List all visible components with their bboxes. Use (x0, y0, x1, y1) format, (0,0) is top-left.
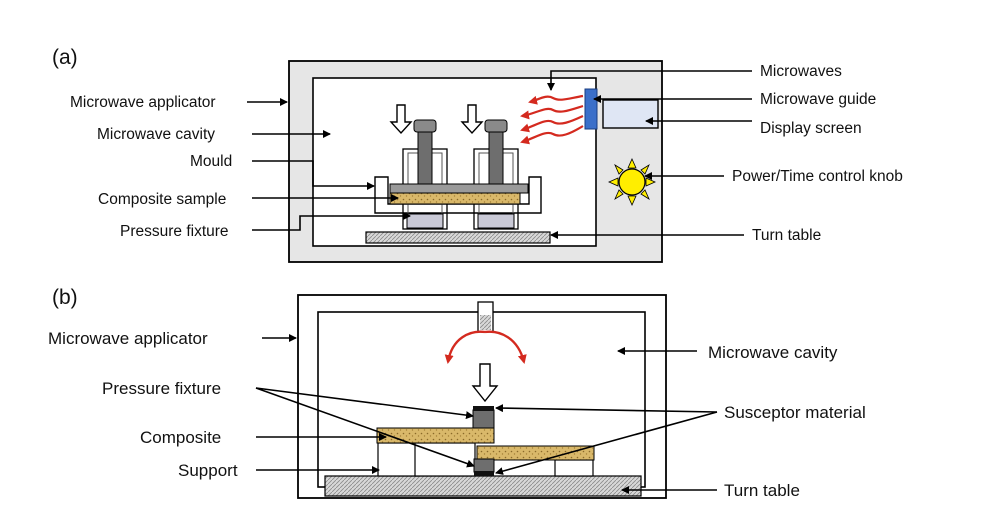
label-power-time-knob: Power/Time control knob (732, 168, 903, 185)
waveguide-stub-fill-b (480, 315, 491, 330)
power-time-knob (608, 158, 656, 206)
leader-microwaves (547, 70, 752, 91)
turn-table-b (324, 475, 642, 497)
label-pressure-fixture-b: Pressure fixture (102, 379, 221, 398)
label-mould: Mould (190, 153, 232, 170)
label-microwave-cavity-b: Microwave cavity (708, 343, 838, 362)
label-display-screen: Display screen (760, 120, 862, 137)
pressure-fixture-top-b (472, 409, 495, 429)
panel-b-title: (b) (52, 286, 78, 309)
composite-upper (376, 427, 495, 444)
label-susceptor-material: Susceptor material (724, 403, 866, 422)
microwave-arc-right-b (484, 330, 527, 364)
label-composite-sample: Composite sample (98, 191, 226, 208)
composite-sample (389, 192, 521, 205)
susceptor-top (473, 406, 494, 411)
microwave-guide (584, 88, 598, 130)
support-left (377, 442, 419, 477)
microwave-waves-a (520, 94, 584, 145)
pressure-plate-a (389, 183, 529, 194)
label-microwaves: Microwaves (760, 63, 842, 80)
label-microwave-guide: Microwave guide (760, 91, 876, 108)
label-microwave-cavity-a: Microwave cavity (97, 126, 215, 143)
label-turn-table-b: Turn table (724, 481, 800, 500)
pressure-arrow-b (471, 363, 499, 403)
panel-a-title: (a) (52, 46, 78, 69)
support-right (554, 459, 594, 477)
label-composite-b: Composite (140, 428, 221, 447)
pressure-arrow-right (460, 104, 484, 135)
pressure-arrow-left (389, 104, 413, 135)
label-microwave-applicator-b: Microwave applicator (48, 329, 208, 348)
microwave-arc-left-b (444, 330, 486, 364)
label-support: Support (178, 461, 238, 480)
pressure-fixture-bottom-b (473, 458, 495, 473)
turn-table-a (365, 231, 551, 244)
microwave-cavity-box-a (312, 77, 597, 247)
leader-mould (252, 160, 375, 190)
label-microwave-applicator-a: Microwave applicator (70, 94, 216, 111)
label-pressure-fixture-a: Pressure fixture (120, 223, 229, 240)
susceptor-bottom (474, 471, 494, 476)
leader-susceptor-top (495, 404, 718, 413)
leader-pressure-fixture-top (255, 387, 474, 420)
leader-susceptor-bottom (495, 411, 718, 475)
label-turn-table-a: Turn table (752, 227, 821, 244)
composite-lower (476, 445, 595, 461)
leader-pressure-fixture-a (252, 212, 411, 231)
display-screen (602, 99, 659, 129)
leader-pressure-fixture-bottom (255, 387, 475, 468)
